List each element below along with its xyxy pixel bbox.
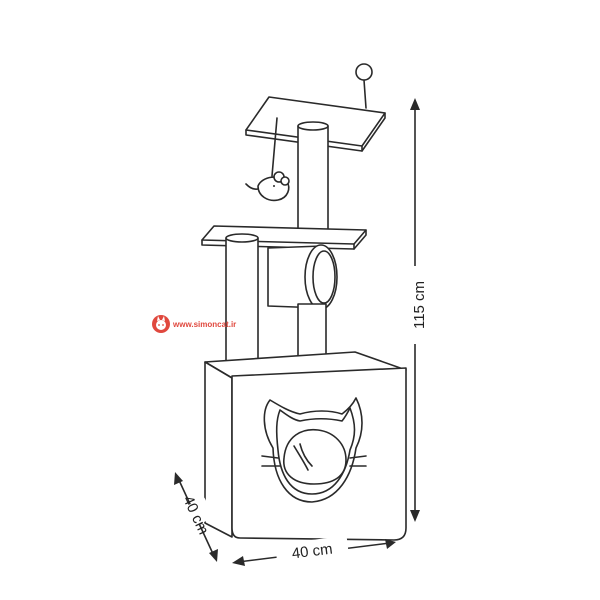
height-dimension: 115 cm [404,98,428,522]
width-dimension: 40 cm [232,535,396,566]
tunnel [267,244,338,310]
watermark-text: www.simoncat.ir [172,320,236,329]
top-post [297,121,329,231]
cat-head-opening [261,397,367,503]
watermark: www.simoncat.ir [152,315,236,333]
height-label: 115 cm [411,281,428,329]
lower-left-post [225,233,259,367]
width-label: 40 cm [291,541,334,563]
spring-ball-toy [355,63,373,109]
depth-dimension: 40 cm [150,472,218,562]
hanging-mouse-toy [245,117,290,202]
cat-face-icon [156,316,166,330]
lower-right-post [297,303,327,363]
